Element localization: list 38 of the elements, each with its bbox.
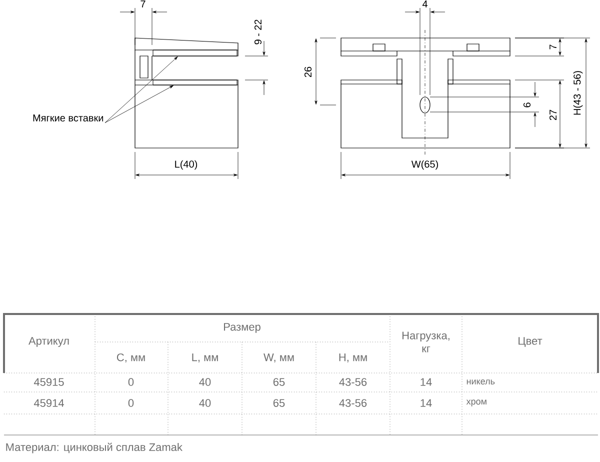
table-header: Артикул bbox=[28, 337, 69, 347]
table-header: Цвет bbox=[518, 337, 542, 347]
dimension-label: 27 bbox=[550, 110, 556, 120]
dimension-label: 7 bbox=[550, 44, 556, 50]
table-header: H, мм bbox=[339, 354, 367, 362]
table-cell: 45915 bbox=[34, 378, 64, 386]
table-cell: хром bbox=[466, 400, 486, 406]
dimension-label: 6 bbox=[523, 102, 531, 108]
table-cell: 40 bbox=[199, 399, 211, 407]
table-header: C, мм bbox=[116, 353, 145, 363]
dimension-label: W(65) bbox=[411, 160, 438, 170]
table-cell: 0 bbox=[128, 378, 134, 386]
dimension-label: 26 bbox=[304, 66, 312, 78]
dimension-label: 9 - 22 bbox=[254, 20, 262, 44]
table-cell: 14 bbox=[420, 399, 432, 407]
table-cell: никель bbox=[466, 380, 495, 384]
table-cell: 40 bbox=[199, 378, 211, 386]
table-cell: 65 bbox=[273, 378, 285, 386]
table-cell: 45914 bbox=[34, 399, 64, 407]
leader-line bbox=[104, 56, 178, 123]
table-cell: 43-56 bbox=[339, 399, 367, 407]
dimension-label: H(43 - 56) bbox=[573, 71, 583, 115]
material-note: Материал: цинковый сплав Zamak bbox=[6, 442, 182, 454]
table-cell: 65 bbox=[273, 399, 285, 407]
soft-insert bbox=[152, 50, 238, 56]
soft-insert bbox=[152, 80, 238, 86]
dimension-label: 4 bbox=[422, 0, 428, 8]
table-header: Размер bbox=[224, 323, 260, 333]
table-header: W, мм bbox=[264, 354, 294, 362]
dimension-label: 7 bbox=[140, 0, 146, 8]
leader-line bbox=[104, 85, 174, 123]
table-header: L, мм bbox=[192, 354, 218, 362]
table-cell: 43-56 bbox=[339, 378, 367, 386]
table-cell: 0 bbox=[128, 399, 134, 407]
table-header: Нагрузка, кг bbox=[402, 332, 450, 352]
dimension-label: L(40) bbox=[175, 160, 198, 170]
table-cell: 14 bbox=[420, 378, 432, 386]
leader-text: Мягкие вставки bbox=[33, 114, 104, 122]
